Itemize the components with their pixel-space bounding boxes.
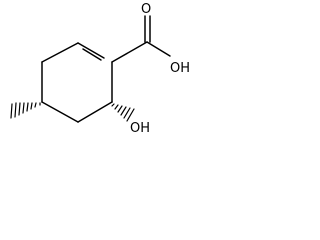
bond-c4-c3: [77, 101, 113, 123]
bond-c1-c2-double: [82, 48, 102, 61]
ring-bonds: [41, 42, 113, 123]
atom-label-carbonyl-o: O: [141, 2, 151, 17]
hashed-wedge-methyl: [10, 102, 41, 119]
atom-label-ring-oh: OH: [130, 121, 150, 136]
structure-diagram: O OH OH: [0, 0, 196, 138]
bond-c1-c6: [41, 42, 79, 63]
bond-c-oh: [146, 41, 171, 57]
bond-c2-ccooh: [111, 41, 148, 63]
bond-c5-c4: [41, 101, 79, 123]
hashed-wedge-oh: [111, 103, 135, 122]
bond-c1-c2: [77, 42, 105, 59]
atom-label-acid-oh: OH: [170, 61, 190, 76]
carboxyl-bonds: [111, 15, 171, 63]
molecule-svg: O OH OH: [10, 2, 190, 136]
